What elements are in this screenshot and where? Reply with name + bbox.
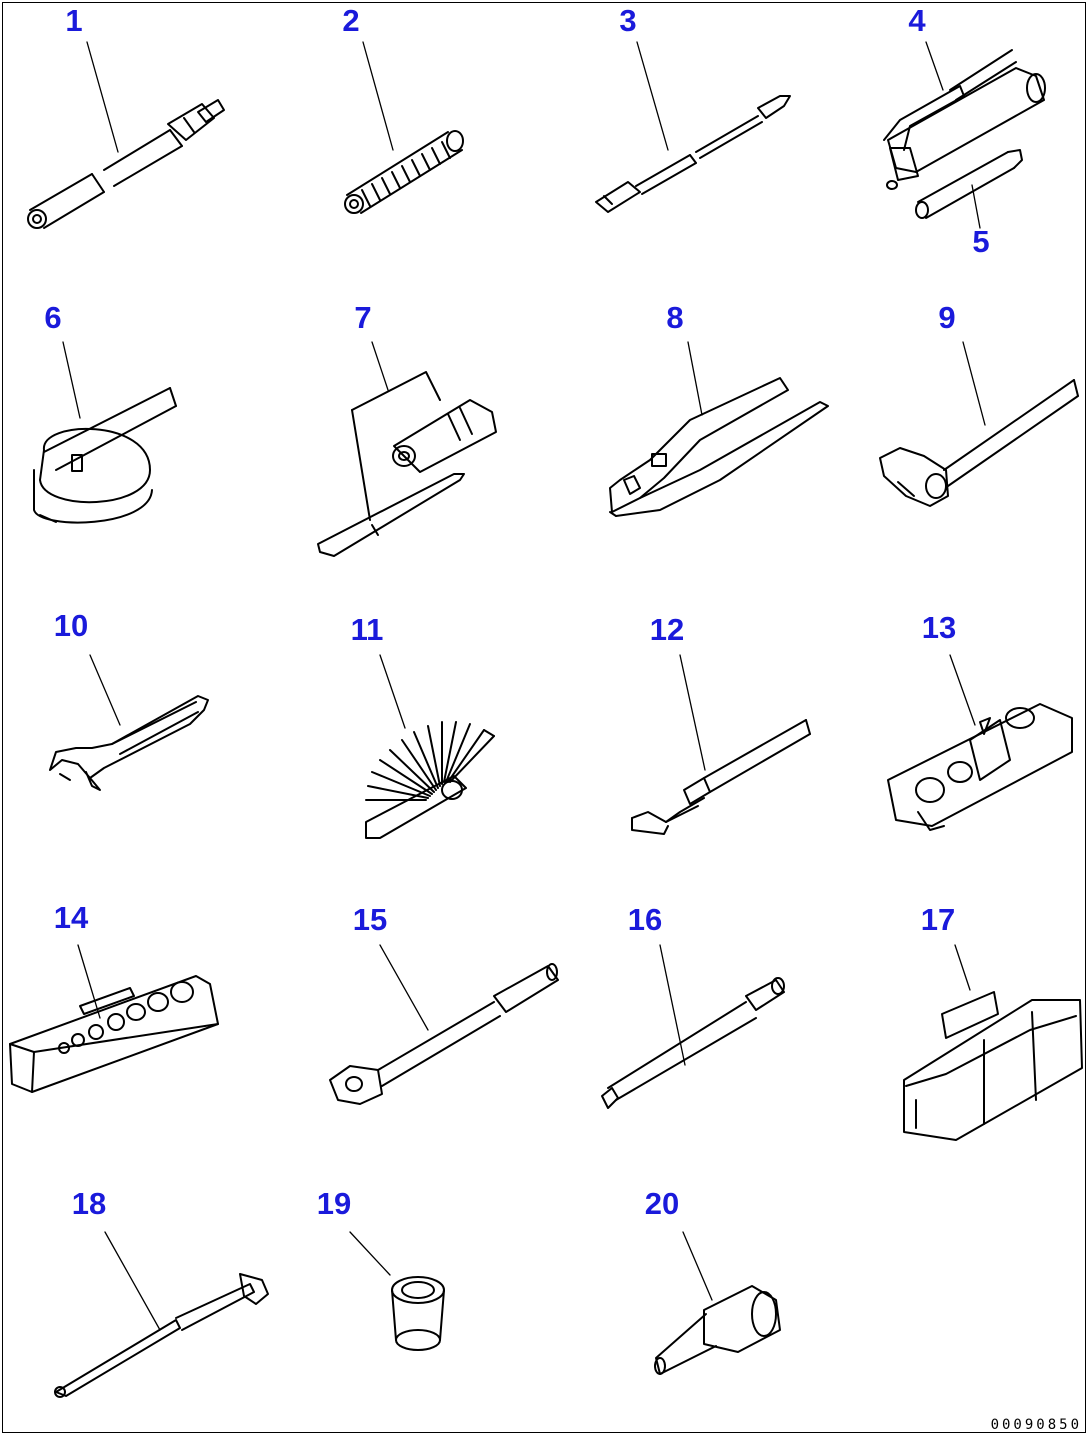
tool-11-feeler-gauge [365,721,495,839]
tool-19-socket [391,1276,445,1351]
callout-16: 16 [627,902,663,937]
tool-17-tool-bag [903,991,1083,1141]
callout-1: 1 [65,3,83,38]
callout-7: 7 [354,300,372,335]
tool-7-screwdriver-set [317,371,497,557]
tool-18-box-wrench [54,1273,269,1398]
callout-9: 9 [938,300,956,335]
tool-9-hammer [879,379,1079,507]
callout-19: 19 [316,1186,352,1221]
tool-2-spring [344,130,464,214]
callout-8: 8 [666,300,684,335]
tool-3-bit-bar [595,95,791,213]
tool-4-grease-gun [883,49,1046,190]
callout-20: 20 [644,1186,680,1221]
callout-11: 11 [350,612,384,647]
tool-10-adjustable-wrench [49,695,209,791]
tool-20-adapter [654,1285,781,1375]
callout-10: 10 [53,608,89,643]
tool-12-hook-spanner [631,719,811,835]
callout-2: 2 [342,3,360,38]
callout-17: 17 [920,902,956,937]
tool-15-ratchet-handle [329,963,559,1105]
tool-6-filter-wrench [33,387,177,524]
callout-5: 5 [972,224,990,259]
callout-4: 4 [908,3,926,38]
callout-15: 15 [352,902,388,937]
tool-1-extension-bar [27,99,225,229]
callout-13: 13 [921,610,957,645]
callout-14: 14 [53,900,89,935]
document-id: 00090850 [990,1417,1082,1433]
tool-8-pliers [609,377,829,517]
callout-18: 18 [71,1186,107,1221]
tool-16-extension [601,977,785,1109]
leader-lines [62,41,986,1331]
tool-13-wrench-set [887,703,1073,831]
callout-12: 12 [649,612,685,647]
callout-6: 6 [44,300,62,335]
tool-14-socket-set [9,975,219,1093]
tool-5-nozzle [915,149,1023,219]
callout-3: 3 [619,3,637,38]
